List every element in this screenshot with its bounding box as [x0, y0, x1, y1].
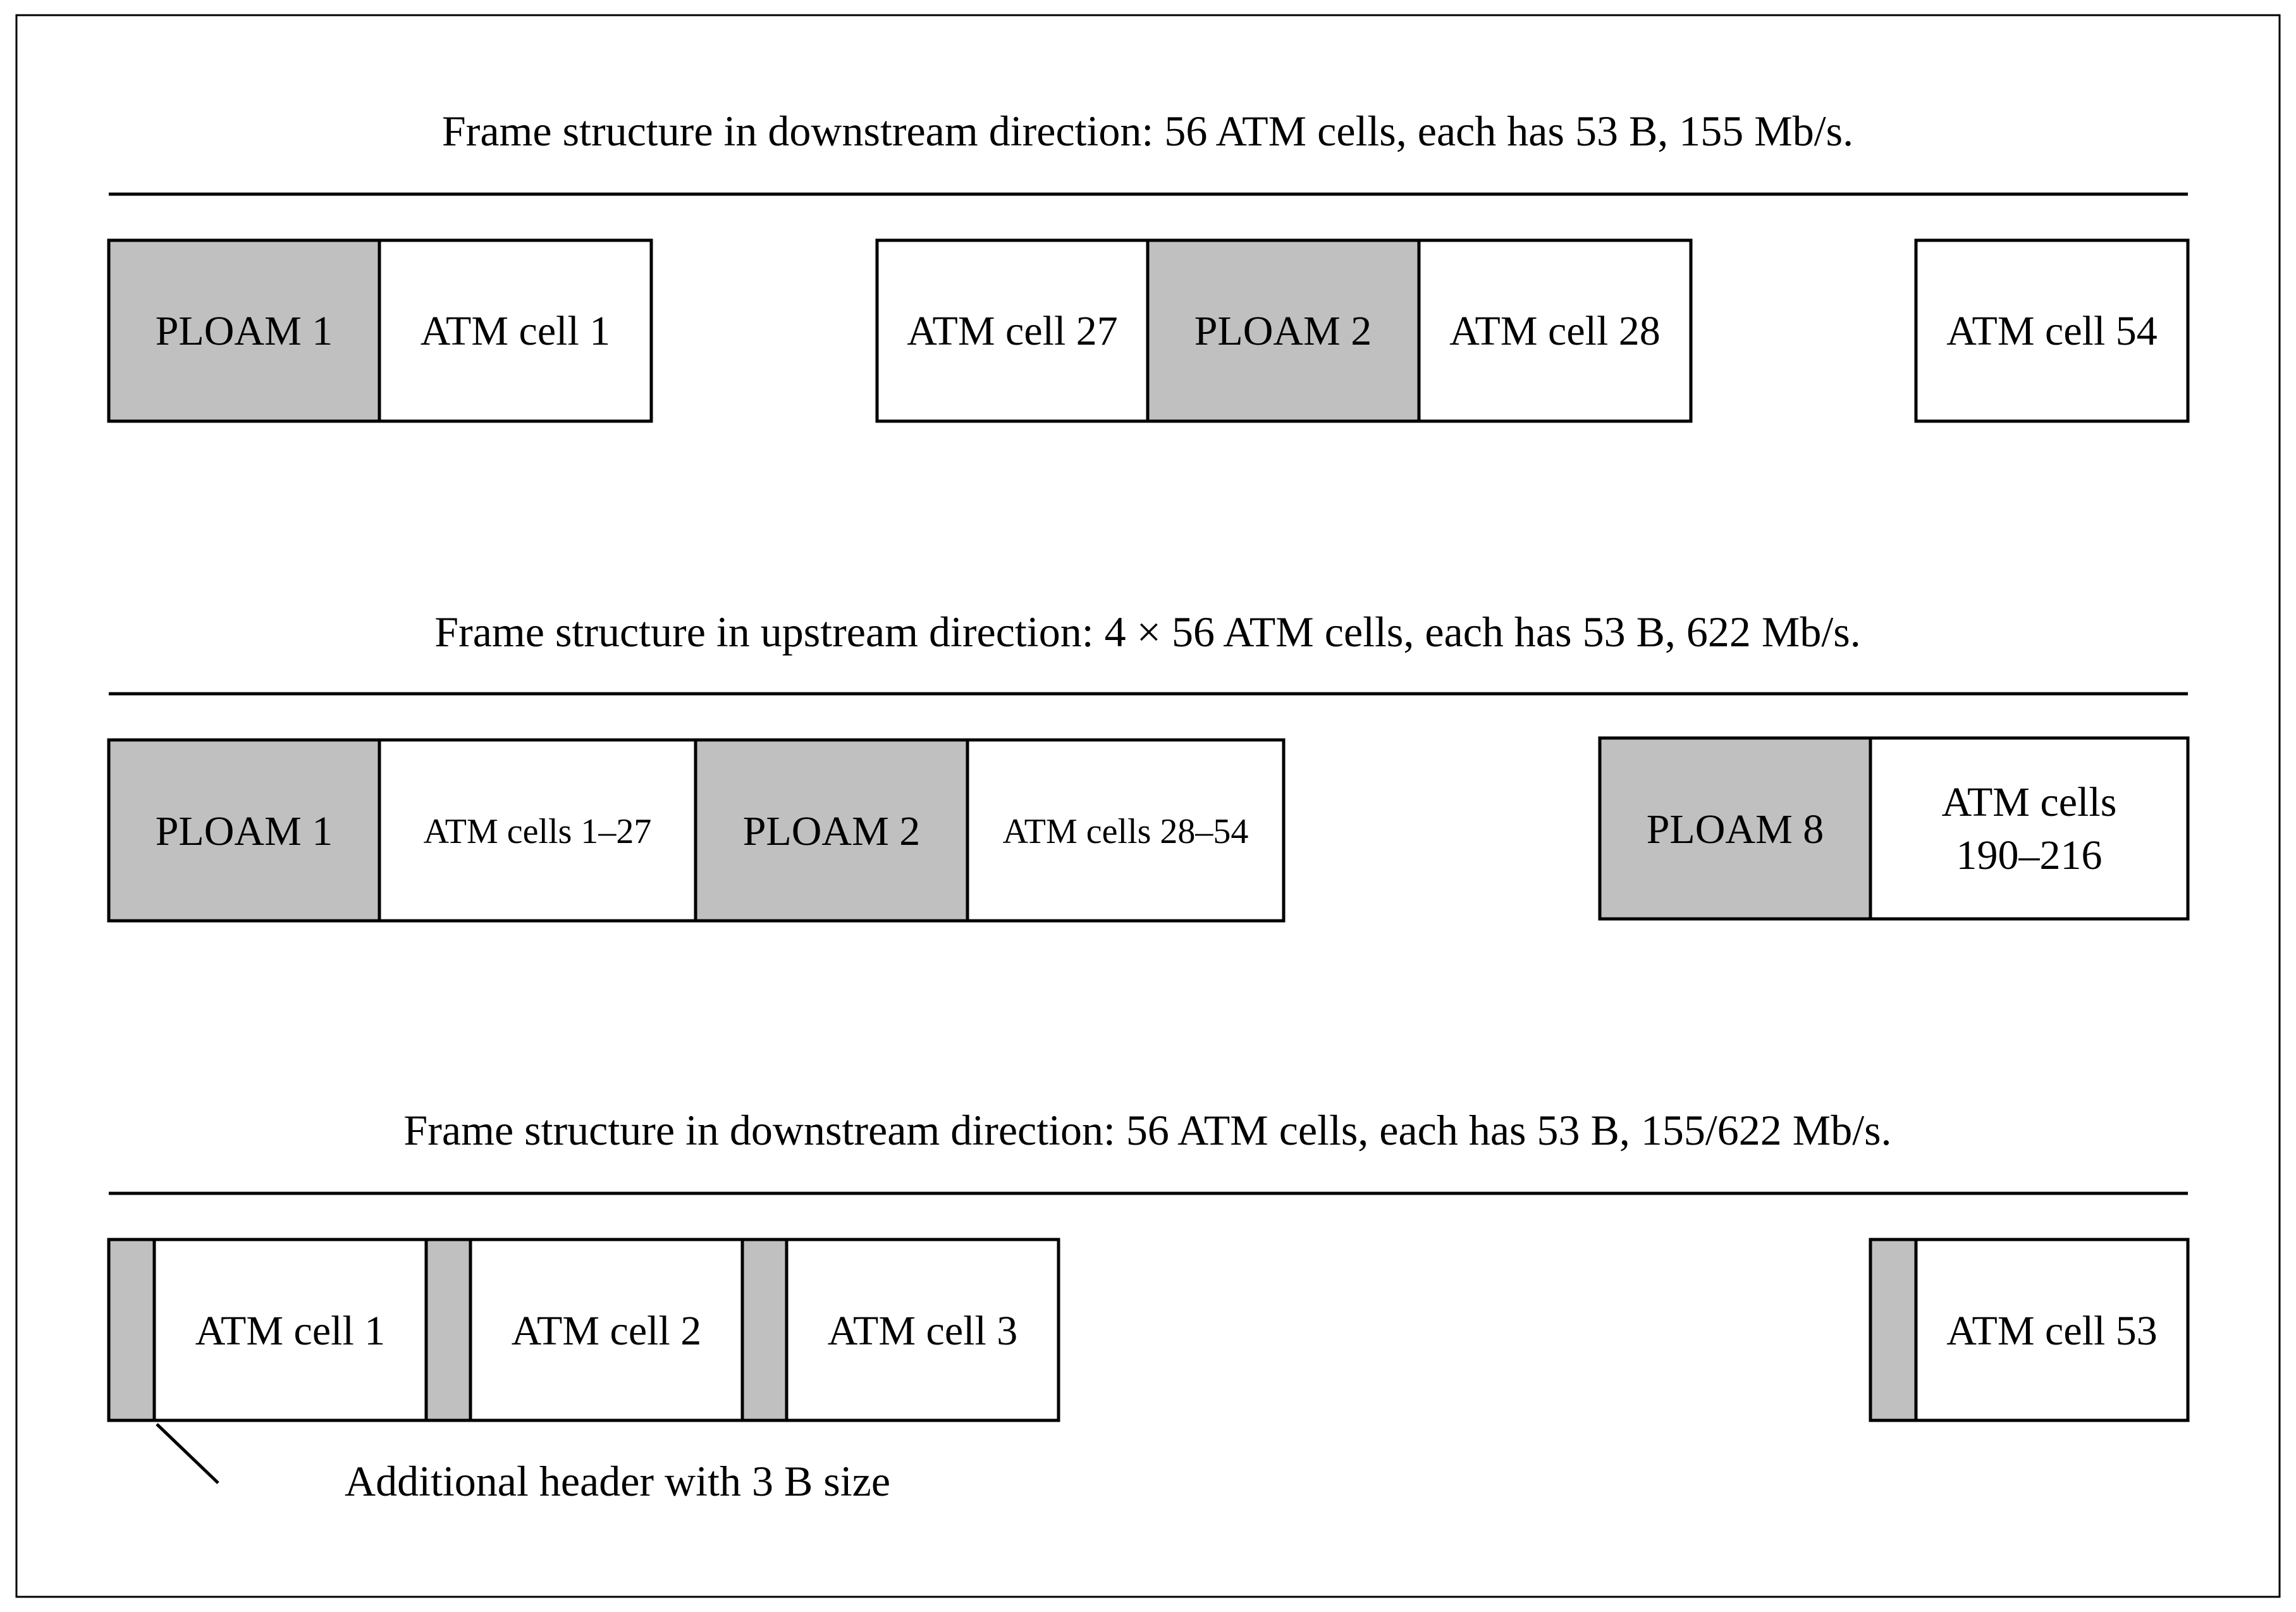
cell-label: ATM cell 1: [195, 1308, 386, 1354]
frame-group: ATM cell 53: [1869, 1238, 2190, 1422]
row-downstream-155: Frame structure in downstream direction:…: [107, 107, 2190, 423]
header-cell: [1869, 1238, 1918, 1422]
atm-cell: [1914, 1238, 2190, 1422]
atm-cell: [1914, 238, 2190, 423]
frame-group: ATM cell 54: [1914, 238, 2190, 423]
cell-label: ATM cell 2: [512, 1308, 702, 1354]
atm-cell: [875, 238, 1150, 423]
cell-label: ATM cell 53: [1946, 1308, 2158, 1354]
cell-label: PLOAM 1: [156, 808, 333, 854]
atm-cell: [1869, 736, 2190, 921]
cell-label: ATM cells 1–27: [424, 812, 652, 851]
caption-upstream-622: Frame structure in upstream direction: 4…: [434, 608, 1861, 656]
atm-cell: [152, 1238, 428, 1422]
cell-label: ATM cell 1: [421, 308, 611, 354]
atm-cell: [785, 1238, 1060, 1422]
header-annotation: Additional header with 3 B size: [345, 1457, 890, 1505]
caption-downstream-155-622: Frame structure in downstream direction:…: [403, 1106, 1891, 1154]
annotation-arrow: [156, 1423, 219, 1484]
atm-cell: [378, 738, 697, 923]
header-cell: [107, 1238, 156, 1422]
cell-label: PLOAM 2: [1194, 308, 1372, 354]
atm-cell: [1417, 238, 1693, 423]
cell-label: PLOAM 1: [156, 308, 333, 354]
frame-group: PLOAM 1 ATM cells 1–27 PLOAM 2 ATM cells…: [107, 738, 1286, 923]
header-cell: [424, 1238, 472, 1422]
cell-label-line-1: ATM cells: [1942, 779, 2117, 825]
cell-label: ATM cell 28: [1449, 308, 1661, 354]
frame-group: ATM cell 1 ATM cell 2 ATM cell 3: [107, 1238, 1060, 1422]
row-downstream-155-622: Frame structure in downstream direction:…: [107, 1106, 2190, 1505]
cell-label: ATM cell 3: [828, 1308, 1018, 1354]
frame-group: PLOAM 8 ATM cells 190–216: [1598, 736, 2190, 921]
cell-label: PLOAM 8: [1647, 806, 1824, 852]
atm-cell: [378, 238, 653, 423]
frame-group: ATM cell 27 PLOAM 2 ATM cell 28: [875, 238, 1693, 423]
frame-group: PLOAM 1 ATM cell 1: [107, 238, 653, 423]
caption-downstream-155: Frame structure in downstream direction:…: [442, 107, 1853, 155]
cell-label: ATM cell 54: [1946, 308, 2158, 354]
ploam-cell: [107, 738, 381, 923]
row-upstream-622: Frame structure in upstream direction: 4…: [107, 608, 2190, 923]
ploam-cell: [107, 238, 381, 423]
cell-label: PLOAM 2: [743, 808, 921, 854]
cell-label: ATM cells 28–54: [1003, 812, 1249, 851]
ploam-cell: [1598, 736, 1872, 921]
atm-cell: [966, 738, 1286, 923]
ploam-cell: [1146, 238, 1421, 423]
cell-label-line-2: 190–216: [1956, 832, 2103, 878]
cell-label: ATM cell 27: [907, 308, 1118, 354]
header-cell: [740, 1238, 789, 1422]
